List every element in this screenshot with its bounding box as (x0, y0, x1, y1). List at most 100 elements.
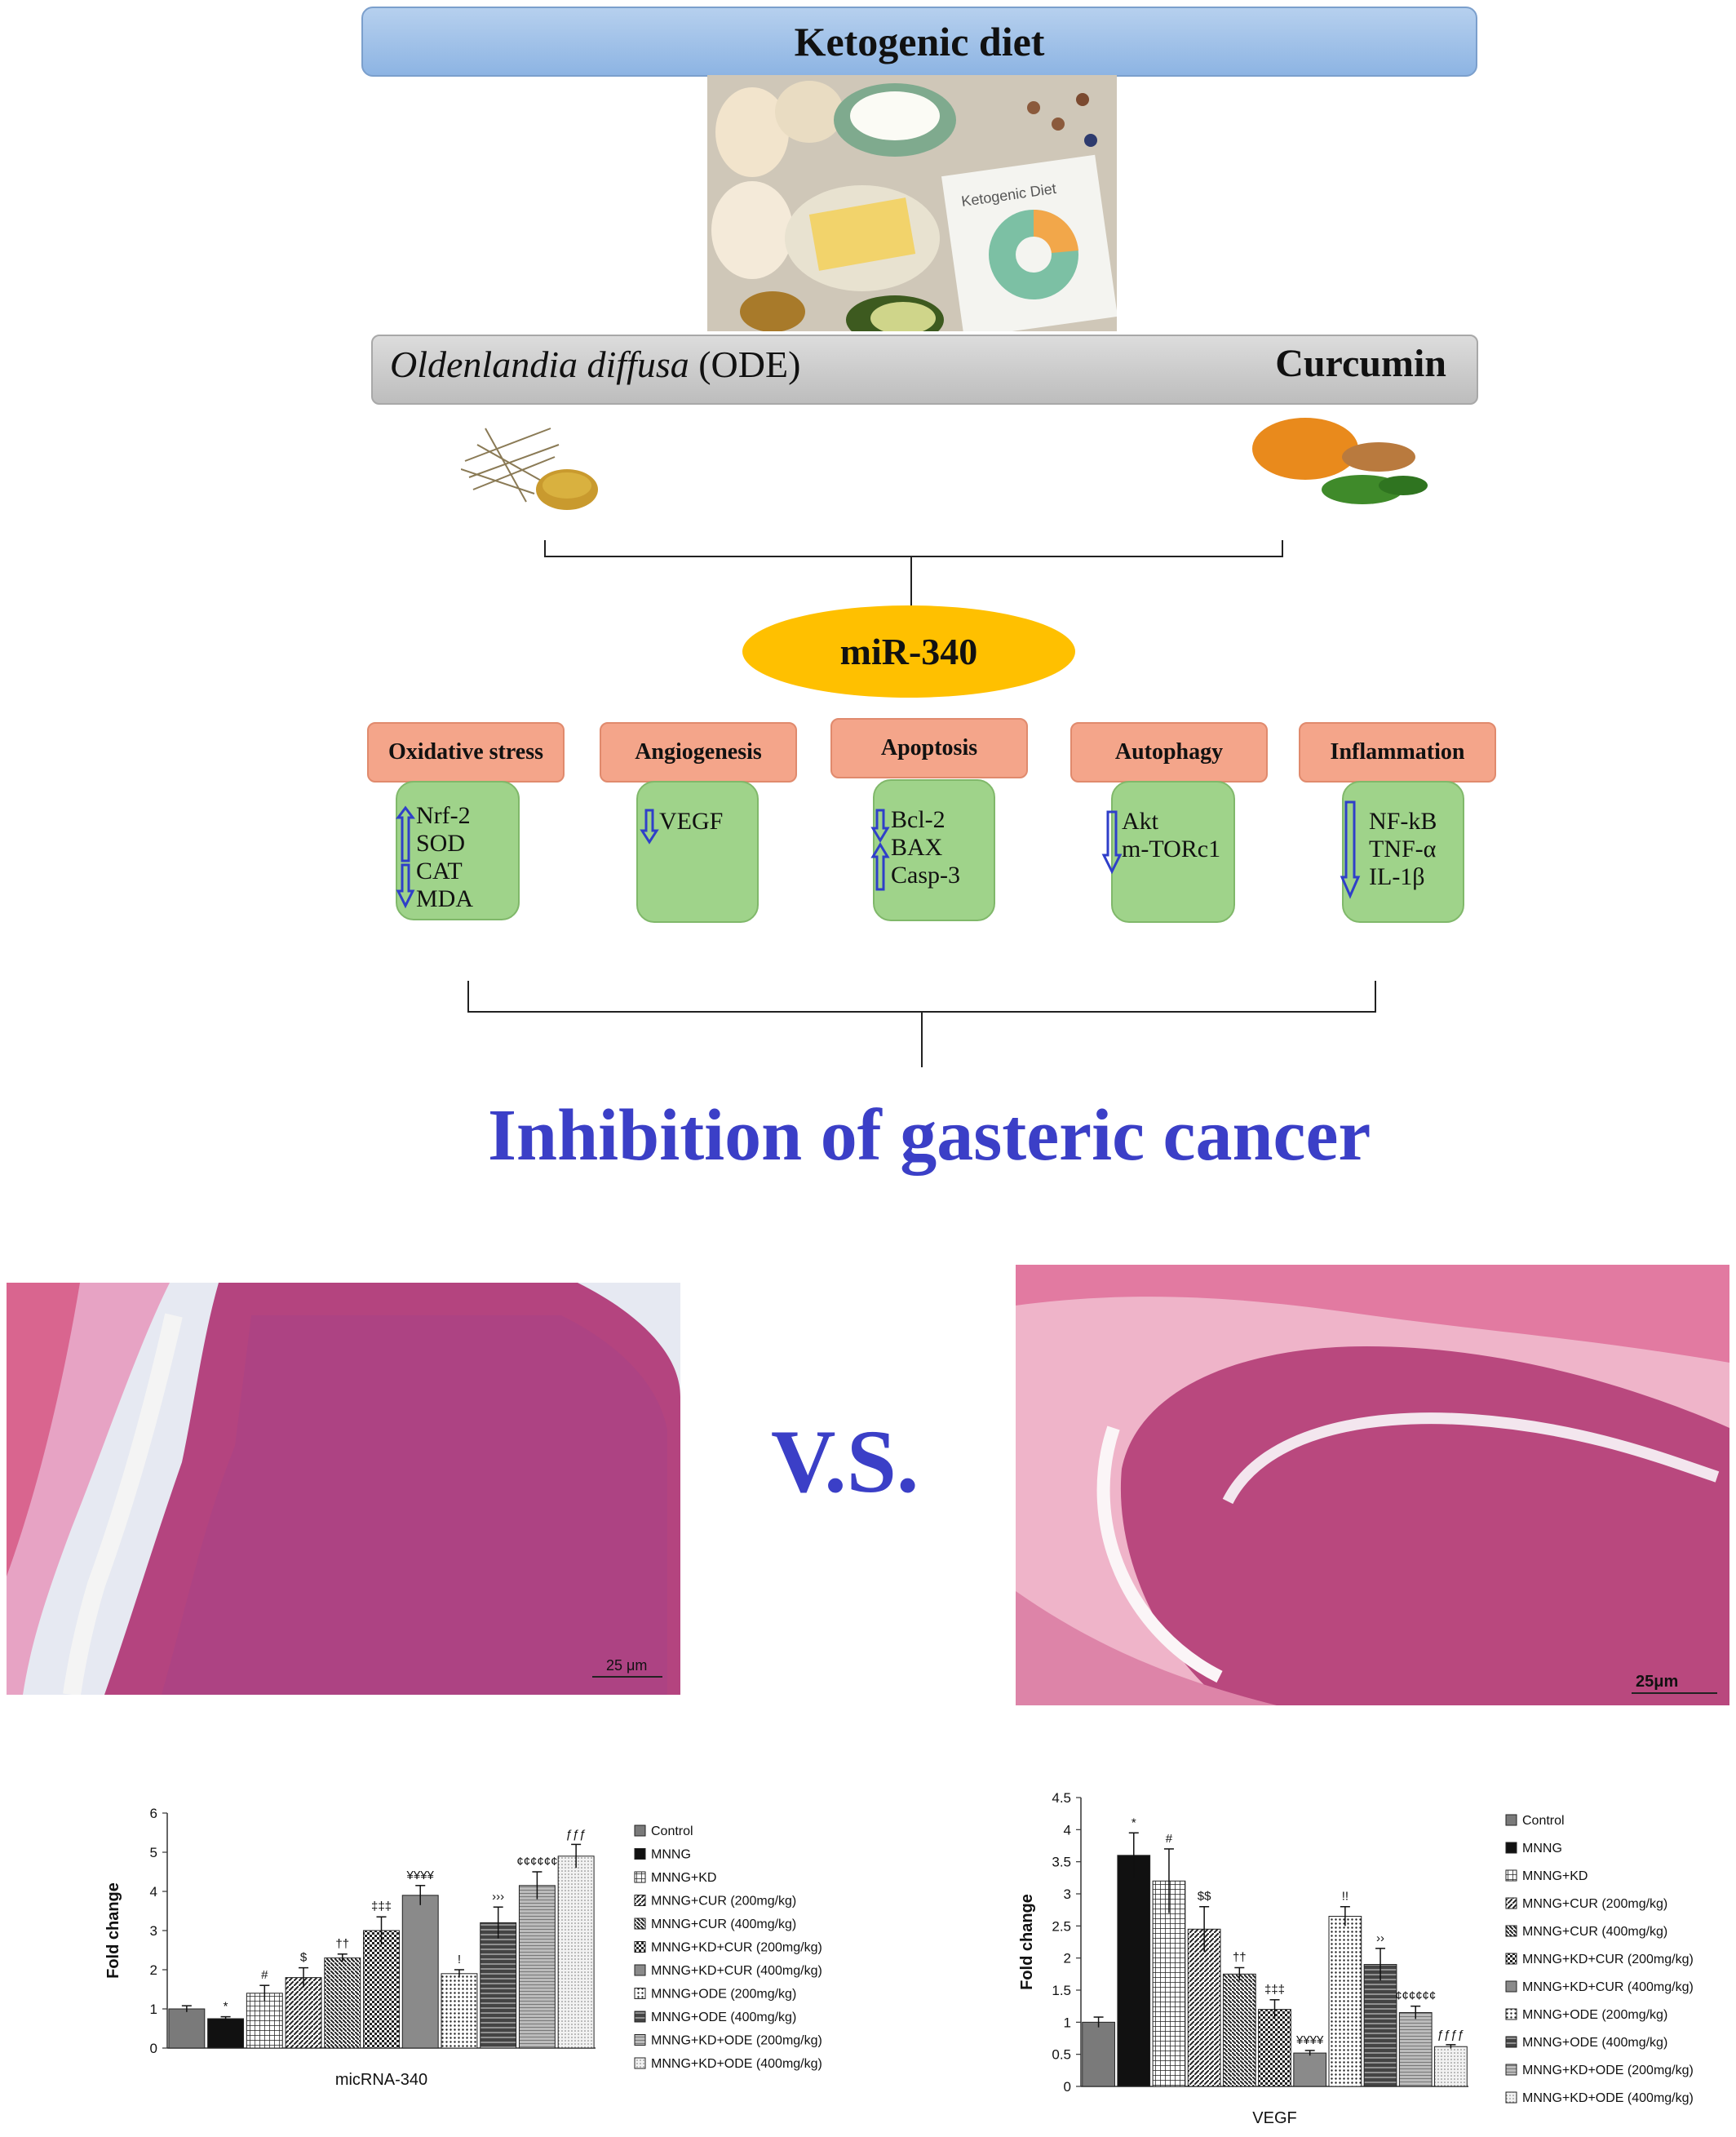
mirna-chart-legend-swatch (634, 1988, 646, 1999)
diagram-title: Ketogenic diet (361, 7, 1477, 77)
item-mtorc1: m-TORc1 (1122, 836, 1221, 862)
vegf-chart-legend-swatch (1505, 2064, 1517, 2076)
vegf-chart-significance-label: ¥¥¥¥ (1295, 2033, 1324, 2047)
vegf-chart-legend-swatch (1505, 1925, 1517, 1937)
autophagy-items: Akt m-TORc1 (1122, 808, 1220, 863)
herb-bar (371, 335, 1478, 405)
vegf-chart-significance-label: ‡‡‡ (1264, 1983, 1285, 1997)
category-autophagy: Autophagy (1070, 722, 1268, 783)
vegf-chart-bar (1398, 2012, 1433, 2087)
mirna-chart-legend-label: MNNG+KD+ODE (200mg/kg) (651, 2034, 822, 2048)
vegf-chart-legend-swatch (1505, 1869, 1517, 1882)
mirna-chart-bar (480, 1922, 517, 2049)
item-vegf: VEGF (659, 808, 724, 835)
mirna-chart-y-tick-label: 3 (150, 1923, 157, 1939)
bax-casp3-up-arrow (870, 842, 890, 891)
mirna-chart-y-tick-label: 2 (150, 1962, 157, 1978)
mirna-chart-legend-swatch (634, 1871, 646, 1883)
histology-normal-image: 25 μm (7, 1283, 680, 1695)
mirna-chart-y-tick-label: 5 (150, 1845, 157, 1860)
conclusion-text: Inhibition of gasteric cancer (488, 1095, 1371, 1176)
vegf-chart-legend-label: MNNG+CUR (400mg/kg) (1522, 1925, 1667, 1939)
oxidative-down-arrow (396, 863, 415, 909)
vegf-chart-y-tick-label: 4.5 (1052, 1791, 1071, 1806)
item-nrf2: Nrf-2 (416, 802, 471, 829)
vegf-chart-bar (1434, 2046, 1468, 2087)
item-il1b: IL-1β (1369, 863, 1425, 890)
mirna-chart-legend-swatch (634, 1964, 646, 1976)
item-bcl2: Bcl-2 (891, 806, 946, 833)
category-angiogenesis: Angiogenesis (600, 722, 797, 783)
vegf-chart-bar (1187, 1928, 1221, 2087)
vegf-chart-y-tick-label: 3.5 (1052, 1855, 1071, 1870)
mirna-chart-bar (518, 1885, 556, 2049)
mirna-chart-y-tick-label: 0 (150, 2041, 157, 2056)
vegf-chart-significance-label: !! (1342, 1890, 1348, 1904)
item-tnfa: TNF-α (1369, 836, 1437, 862)
mirna-chart-legend-label: MNNG+KD (651, 1871, 716, 1885)
ketogenic-food-photo: Ketogenic Diet (707, 75, 1117, 331)
mirna-chart-legend-swatch (634, 1941, 646, 1953)
mirna-chart-legend-label: MNNG+ODE (200mg/kg) (651, 1988, 796, 2002)
mirna-chart-y-label: Fold change (104, 1882, 122, 1979)
vegf-chart-legend-swatch (1505, 1814, 1517, 1826)
inflammation-box (1342, 781, 1464, 923)
oldenlandia-herb-image (461, 428, 598, 510)
vegf-chart-x-label: VEGF (1252, 2109, 1296, 2127)
mirna-chart-significance-label: * (224, 2000, 228, 2014)
item-akt: Akt (1122, 808, 1158, 835)
mirna-chart-legend-label: MNNG (651, 1848, 691, 1862)
mirna-chart-significance-label: ƒƒƒ (566, 1827, 587, 1841)
vegf-chart-legend-swatch (1505, 2008, 1517, 2020)
mirna-chart-bar (285, 1977, 322, 2049)
vegf-chart-y-tick-label: 4 (1064, 1822, 1071, 1838)
angiogenesis-items: VEGF (659, 808, 723, 836)
apoptosis-box (873, 779, 995, 921)
mirna-ellipse: miR-340 (742, 605, 1075, 698)
mirna-chart-legend-label: MNNG+CUR (400mg/kg) (651, 1918, 796, 1931)
vegf-chart-bar (1328, 1916, 1362, 2087)
bcl2-down-arrow (870, 809, 890, 843)
mirna-chart-y-tick-label: 1 (150, 2002, 157, 2017)
vegf-chart-y-label: Fold change (1018, 1894, 1036, 1990)
vegf-chart-legend-label: MNNG+CUR (200mg/kg) (1522, 1897, 1667, 1911)
mirna-chart-legend-label: MNNG+ODE (400mg/kg) (651, 2011, 796, 2024)
vegf-chart-legend-label: MNNG+KD+ODE (400mg/kg) (1522, 2091, 1694, 2105)
mirna-chart-legend-swatch (634, 1824, 646, 1837)
vegf-chart-legend-label: MNNG+KD+ODE (200mg/kg) (1522, 2064, 1694, 2077)
mirna-chart-legend-label: MNNG+KD+ODE (400mg/kg) (651, 2057, 822, 2071)
oxidative-up-arrow (396, 805, 415, 862)
scale-bar-right: 25μm (1636, 1673, 1678, 1691)
mirna-chart-legend-swatch (634, 2034, 646, 2046)
mirna-chart-significance-label: ! (458, 1953, 461, 1966)
vegf-chart-legend-swatch (1505, 1842, 1517, 1854)
item-mda: MDA (416, 885, 474, 912)
oxidative-items: Nrf-2 SOD CAT MDA (416, 802, 473, 913)
outcome-bracket (467, 981, 1376, 1067)
mirna-chart-y-tick-label: 6 (150, 1806, 157, 1821)
vegf-chart-y-tick-label: 3 (1064, 1887, 1071, 1902)
mirna-chart-bar (441, 1973, 478, 2049)
vegf-chart-legend-label: MNNG+KD+CUR (400mg/kg) (1522, 1980, 1694, 1994)
vegf-chart-legend-label: MNNG+KD (1522, 1869, 1588, 1883)
mirna-chart-bar (168, 2008, 206, 2049)
vegf-chart-legend-label: MNNG (1522, 1842, 1562, 1855)
vegf-chart-significance-label: * (1132, 1816, 1136, 1829)
vegf-chart-y-tick-label: 0 (1064, 2079, 1071, 2095)
mirna-chart-legend-label: Control (651, 1824, 693, 1838)
mirna-chart-bar (324, 1957, 361, 2049)
mirna-chart-bar (401, 1895, 439, 2049)
mirna-chart-significance-label: ››› (492, 1890, 504, 1904)
vegf-chart-y-tick-label: 1 (1064, 2015, 1071, 2030)
histology-cancer-image: 25μm (1016, 1265, 1729, 1705)
vegf-chart-y-tick-label: 2.5 (1052, 1918, 1071, 1934)
vegf-chart-significance-label: $$ (1198, 1890, 1211, 1904)
mirna-chart-bar (207, 2018, 245, 2049)
regulation-arrows (396, 800, 1361, 909)
inflammation-down-arrow (1340, 800, 1361, 899)
vegf-down-arrow (640, 809, 659, 845)
mirna-chart-significance-label: # (261, 1968, 268, 1982)
item-nfkb: NF-kB (1369, 808, 1437, 835)
